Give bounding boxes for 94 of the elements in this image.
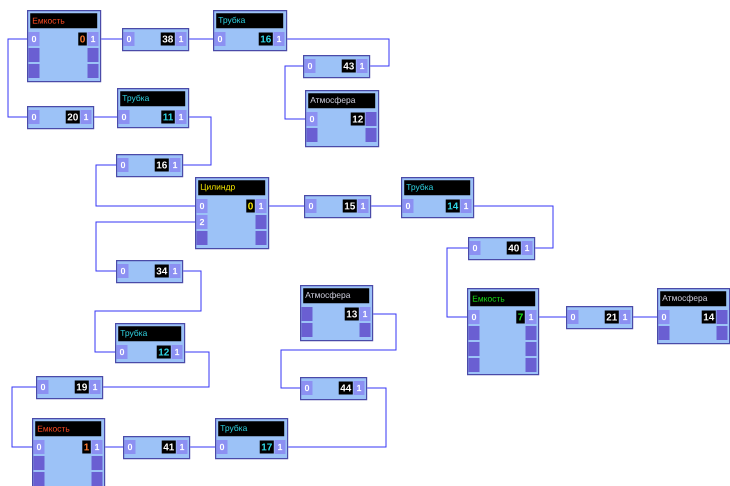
connector-line [100,38,122,40]
title-bar: Трубка [218,421,284,436]
connector-line [102,352,210,388]
connector-line [96,222,196,272]
port-label: 1 [274,32,284,46]
port-label: 1 [256,199,266,213]
value-display: 21 [604,310,619,324]
port-label: 1 [358,199,368,213]
port-label: 0 [214,32,226,46]
port-label: 1 [172,345,182,359]
connector-line [12,386,36,448]
connector-line [632,316,658,318]
port-label: 1 [360,307,370,321]
port-label: 0 [304,59,316,73]
connector-line [104,446,124,448]
value-display: 40 [506,242,521,254]
port-label: 1 [522,241,532,255]
value-display: 15 [342,200,357,212]
port-label: 1 [176,32,186,46]
connector-line [190,446,216,448]
title-bar: Атмосфера [303,288,370,304]
value-display: 14 [446,200,460,212]
value-display: 12 [350,112,365,126]
port-label: 1 [88,32,98,46]
port-label: 0 [306,199,316,213]
port-label: 0 [306,112,318,126]
connector-line [474,206,554,248]
port-label: 0 [468,310,480,324]
port-label: 0 [402,199,414,213]
port-label: 0 [568,310,578,324]
port-label: 0 [118,264,128,278]
title-bar: Трубка [120,91,186,106]
title-bar: Цилиндр [198,180,266,196]
connector-line [286,38,390,66]
port-label: 0 [28,32,40,46]
port-label: 2 [196,215,208,229]
value-display: 17 [260,440,274,454]
value-display: 44 [338,382,353,394]
port-label: 1 [460,199,472,213]
port-label: 1 [170,264,180,278]
title-bar: Трубка [118,326,182,342]
port-label: 0 [302,381,312,395]
connector-line [288,388,386,448]
port-label: 0 [118,110,130,124]
port-label: 0 [34,440,44,454]
connector-line [538,316,566,318]
connector-line [446,248,468,318]
value-display: 41 [162,440,176,454]
value-display: 19 [74,380,89,394]
port-label: 1 [92,440,102,454]
port-label: 1 [170,158,180,172]
port-label: 0 [470,241,480,255]
value-display: 16 [154,158,169,172]
title-bar: Трубка [216,13,284,28]
value-display: 12 [156,346,171,358]
port-label: 1 [80,110,92,124]
value-display: 34 [154,264,169,278]
value-display: 20 [66,110,80,124]
title-bar: Емкость [470,291,536,306]
title-bar: Атмосфера [308,93,376,108]
value-display: 13 [344,308,359,320]
port-label: 0 [124,440,136,454]
value-display: 16 [258,32,273,46]
connector-line [94,116,118,118]
port-label: 0 [38,380,48,394]
port-label: 1 [354,381,364,395]
port-label: 0 [28,110,40,124]
title-bar: Атмосфера [660,291,726,306]
title-bar: Емкость [35,421,102,436]
title-bar: Емкость [30,13,98,28]
connector-line [188,38,214,40]
port-label: 1 [176,110,186,124]
port-label: 1 [274,440,286,454]
connector-line [8,38,28,118]
port-label: 0 [118,158,128,172]
connector-line [182,116,212,166]
port-label: 0 [116,345,128,359]
value-display: 43 [342,60,356,72]
port-label: 1 [620,310,630,324]
port-label: 0 [124,32,134,46]
title-bar: Трубка [404,180,470,196]
connector-line [94,270,202,352]
port-label: 0 [658,310,670,324]
connector-line [96,164,196,206]
value-display: 14 [702,310,716,324]
port-label: 1 [90,380,100,394]
port-label: 1 [526,310,536,324]
port-label: 0 [196,199,208,213]
connector-line [280,314,396,388]
port-label: 0 [216,440,228,454]
value-display: 38 [160,32,175,46]
port-label: 1 [356,59,368,73]
port-label: 1 [176,440,188,454]
connector-line [284,66,306,120]
